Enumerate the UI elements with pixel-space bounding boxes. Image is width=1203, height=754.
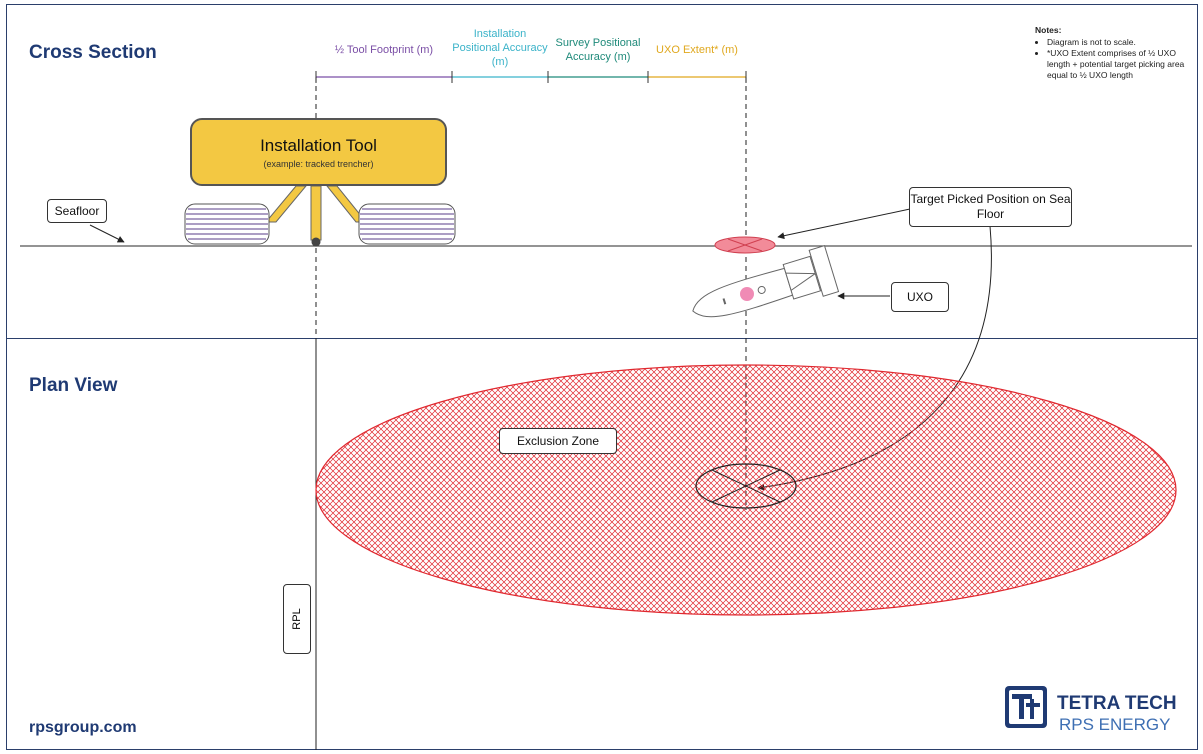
uxo-extent-label: UXO Extent* (m) (656, 44, 738, 56)
installation-tool: Installation Tool (example: tracked tren… (190, 118, 447, 186)
uxo-callout: UXO (891, 282, 949, 312)
tool-pivot (311, 237, 321, 247)
cross-section-title: Cross Section (29, 42, 157, 63)
installation-tool-subtitle: (example: tracked trencher) (263, 159, 374, 169)
rpl-label: RPL (291, 608, 303, 630)
uxo-target-dot (740, 287, 754, 301)
target-picked-arrow (777, 208, 911, 240)
tool-footprint-label: ½ Tool Footprint (m) (334, 44, 434, 56)
tetra-tech-logo-icon (1005, 686, 1047, 728)
notes-title: Notes: (1035, 25, 1062, 35)
tool-legs (264, 185, 368, 241)
plan-target-circle (695, 463, 797, 509)
rpl-callout: RPL (283, 584, 311, 654)
note-item: Diagram is not to scale. (1047, 37, 1185, 48)
survey-accuracy-label: Survey Positional Accuracy (m) (555, 37, 641, 63)
plan-view-title: Plan View (29, 375, 118, 396)
left-track (184, 203, 270, 245)
diagram-frame (6, 4, 1198, 750)
seafloor-callout: Seafloor (47, 199, 107, 223)
section-divider (6, 338, 1198, 339)
right-track (358, 203, 456, 245)
seafloor-arrow (89, 224, 125, 243)
installation-accuracy-label: Installation Positional Accuracy (m) (452, 28, 548, 68)
target-marker (714, 236, 776, 254)
website-label: rpsgroup.com (29, 719, 137, 736)
installation-tool-title: Installation Tool (260, 136, 377, 155)
logo-line1: TETRA TECH (1057, 693, 1177, 714)
uxo-bomb (692, 245, 840, 318)
exclusion-zone (315, 364, 1177, 616)
exclusion-zone-callout: Exclusion Zone (499, 428, 617, 454)
target-picked-callout: Target Picked Position on Sea Floor (909, 187, 1072, 227)
note-item: *UXO Extent comprises of ½ UXO length + … (1047, 48, 1185, 81)
notes-list: Diagram is not to scale. *UXO Extent com… (1035, 37, 1185, 81)
logo-line2: RPS ENERGY (1059, 715, 1171, 734)
notes-block: Notes: Diagram is not to scale. *UXO Ext… (1035, 25, 1185, 81)
